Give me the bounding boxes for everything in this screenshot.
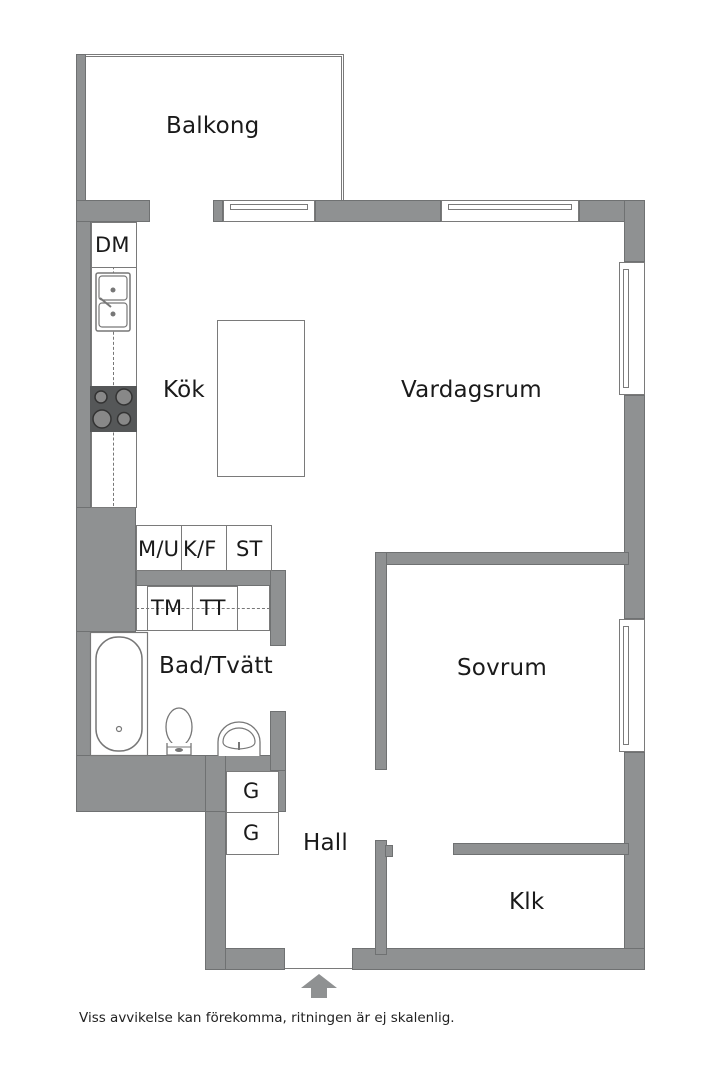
room-label-bad-tvatt: Bad/Tvätt	[159, 653, 273, 679]
outer-wall-right-3	[624, 752, 645, 970]
dishwasher-box	[91, 222, 137, 268]
outer-wall-top-2	[213, 200, 223, 222]
dryer-label: TT	[200, 596, 226, 620]
wardrobe-1-label: G	[243, 779, 260, 803]
cabinet-st	[226, 525, 272, 571]
outer-wall-right-2	[624, 395, 645, 619]
outer-wall-top-3	[315, 200, 441, 222]
washer-label: TM	[151, 596, 183, 620]
bedroom-top-wall	[375, 552, 629, 565]
kitchen-island	[217, 320, 305, 477]
dishwasher-label: DM	[95, 233, 130, 257]
toilet-icon	[165, 707, 193, 756]
bedroom-bottom-wall	[453, 843, 629, 855]
washbasin-icon	[217, 721, 261, 756]
window-right-bedroom	[619, 619, 645, 752]
balcony-railing	[86, 54, 344, 202]
kitchen-sink-icon	[95, 272, 131, 332]
room-label-balkong: Balkong	[166, 113, 260, 139]
entrance-arrow-icon	[301, 974, 337, 998]
disclaimer-text: Viss avvikelse kan förekomma, ritningen …	[79, 1010, 455, 1026]
bath-top-wall	[136, 570, 286, 586]
outer-wall-right-1	[624, 200, 645, 262]
entrance-threshold	[285, 968, 352, 969]
laundry-dashed-line	[136, 608, 270, 609]
window-right-living	[619, 262, 645, 395]
window-top-kitchen	[223, 200, 315, 222]
wardrobe-2	[226, 812, 279, 855]
bath-right-wall-lower	[270, 711, 286, 771]
outer-wall-bottom-right	[352, 948, 645, 970]
cabinet-st-label: ST	[236, 537, 263, 561]
kitchen-counter	[91, 222, 137, 508]
cabinet-mu	[136, 525, 182, 571]
bath-right-wall-upper	[270, 570, 286, 646]
cabinet-mu-label: M/U	[138, 537, 180, 561]
room-label-kok: Kök	[163, 377, 205, 403]
balcony-left-wall	[76, 54, 86, 202]
tumble-dryer	[192, 586, 238, 631]
outer-wall-top-1	[76, 200, 150, 222]
window-top-living	[441, 200, 579, 222]
room-label-vardagsrum: Vardagsrum	[401, 377, 542, 403]
outer-wall-left	[76, 200, 91, 812]
bath-bottom-wall-step	[205, 755, 226, 812]
stove-icon	[90, 386, 137, 432]
closet-door-stub	[385, 845, 393, 857]
cabinet-kf-label: K/F	[183, 537, 217, 561]
kitchen-lower-wall	[76, 507, 136, 632]
bedroom-left-wall	[375, 552, 387, 770]
room-label-klk: Klk	[509, 889, 545, 915]
counter-dashed-line	[113, 226, 114, 506]
wardrobe-2-label: G	[243, 821, 260, 845]
closet-left-wall	[375, 840, 387, 955]
bathtub-icon	[89, 631, 149, 757]
room-label-hall: Hall	[303, 830, 348, 856]
hall-left-wall	[205, 790, 226, 970]
room-label-sovrum: Sovrum	[457, 655, 547, 681]
